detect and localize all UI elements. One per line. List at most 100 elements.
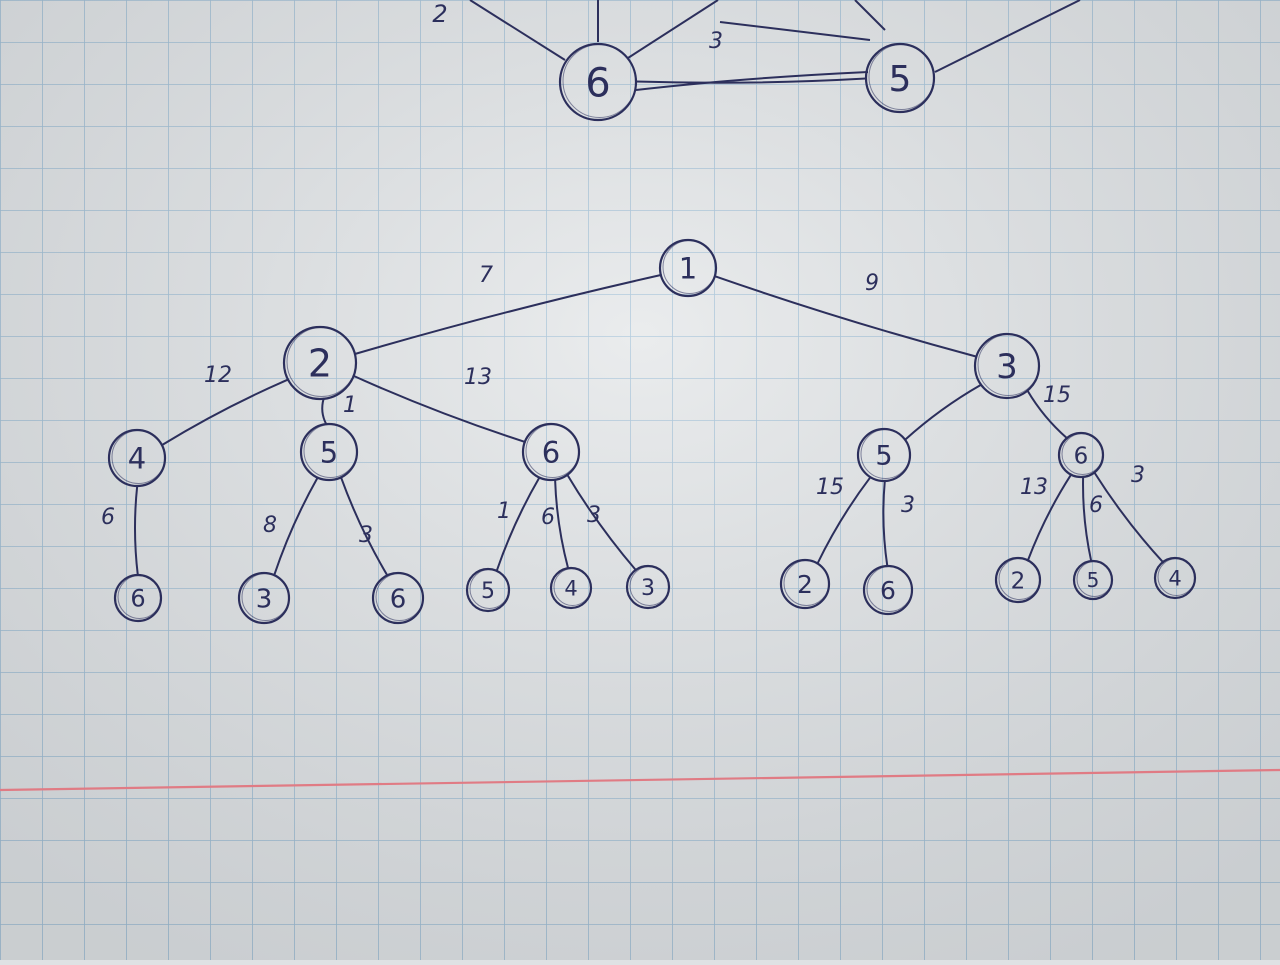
node-label: 6 xyxy=(542,435,560,469)
node-circle-overstroke xyxy=(1076,561,1113,597)
node-label: 6 xyxy=(130,585,145,613)
node-n6b: 6 xyxy=(1057,431,1105,479)
node-n3: 3 xyxy=(973,332,1041,400)
edge-weight: 8 xyxy=(263,513,277,538)
node-top-5: 5 xyxy=(864,42,936,114)
node-n2: 2 xyxy=(282,325,358,401)
node-label: 4 xyxy=(1168,567,1181,591)
node-label: 5 xyxy=(481,579,495,604)
edge-weight: 9 xyxy=(865,271,879,296)
edge-weight: 15 xyxy=(1043,383,1071,408)
node-label: 3 xyxy=(641,576,655,601)
node-circle-overstroke xyxy=(866,566,913,612)
node-circle-overstroke xyxy=(469,569,510,609)
node-circle-overstroke xyxy=(662,240,717,294)
edge-weight: 13 xyxy=(464,365,492,390)
node-top-6: 6 xyxy=(558,42,638,122)
edge-weight: 6 xyxy=(101,505,115,530)
node-label: 6 xyxy=(1074,443,1089,469)
node-l-4-under-6b: 4 xyxy=(1153,556,1197,600)
edge-root-n3 xyxy=(713,275,978,358)
node-l-3-under-6: 3 xyxy=(625,564,671,610)
edge-root-n2 xyxy=(353,274,662,355)
edge-weight: 12 xyxy=(204,363,232,388)
node-circle-overstroke xyxy=(562,44,637,118)
edge-n2-n4 xyxy=(160,378,289,447)
fragment-edge xyxy=(719,21,871,41)
node-circle-overstroke xyxy=(860,429,911,479)
edge-n4-l-6-under-4 xyxy=(134,485,139,576)
edge-n2-n5a xyxy=(321,397,328,426)
fragment-edge xyxy=(635,71,869,91)
edge-weight: 3 xyxy=(901,493,915,518)
node-n5b: 5 xyxy=(856,427,912,483)
node-label: 4 xyxy=(564,577,577,601)
edge-weight: 3 xyxy=(359,523,373,548)
edge-n6b-l-5-under-6b xyxy=(1082,475,1093,563)
edge-weight: 6 xyxy=(1089,493,1103,518)
edge-top-6-top-5 xyxy=(635,77,867,84)
edge-n3-n6b xyxy=(1026,389,1068,440)
node-label: 5 xyxy=(1087,568,1100,592)
edge-weight: 6 xyxy=(541,505,555,530)
node-circle-overstroke xyxy=(286,327,357,397)
edge-n5b-l-6-under-5b xyxy=(882,480,889,567)
node-circle-overstroke xyxy=(868,44,935,110)
node-label: 6 xyxy=(880,576,896,605)
node-l-6-under-5: 6 xyxy=(371,571,425,625)
edge-weight: 1 xyxy=(343,393,357,418)
node-label: 6 xyxy=(390,584,407,614)
node-label: 4 xyxy=(128,441,146,475)
fragment-edge xyxy=(469,0,566,61)
node-circle-overstroke xyxy=(303,424,358,478)
tree-edges xyxy=(134,77,1164,577)
edge-n3-n5b xyxy=(904,383,983,441)
node-label: 5 xyxy=(889,59,912,100)
node-n6a: 6 xyxy=(521,422,581,482)
cropped-top-graph xyxy=(469,0,1081,91)
node-circle-overstroke xyxy=(525,424,580,478)
edge-weight: 15 xyxy=(816,475,844,500)
node-circle-overstroke xyxy=(1061,433,1104,475)
node-circle-overstroke xyxy=(998,558,1041,600)
fragment-edge xyxy=(934,0,1081,73)
node-n5a: 5 xyxy=(299,422,359,482)
node-label: 3 xyxy=(996,347,1018,387)
node-l-6-under-4: 6 xyxy=(113,573,163,623)
node-circle-overstroke xyxy=(629,566,670,606)
edge-weight: 1 xyxy=(497,499,511,524)
node-label: 2 xyxy=(797,570,813,599)
node-label: 2 xyxy=(308,342,332,386)
node-circle-overstroke xyxy=(241,573,290,621)
node-l-2-under-6: 2 xyxy=(994,556,1042,604)
node-label: 1 xyxy=(679,251,697,285)
edge-n6a-l-4-under-6 xyxy=(554,478,570,570)
node-root: 1 xyxy=(658,238,718,298)
node-circle-overstroke xyxy=(375,573,424,621)
node-l-2-under-5: 2 xyxy=(779,558,831,610)
node-label: 6 xyxy=(585,60,610,106)
edge-n6a-l-3-under-6 xyxy=(566,473,637,571)
node-circle-overstroke xyxy=(977,334,1040,396)
edge-n6a-l-5-under-6 xyxy=(495,476,541,572)
edge-n2-n6a xyxy=(352,374,526,443)
node-l-6-under-5b: 6 xyxy=(862,564,914,616)
node-circle-overstroke xyxy=(117,575,162,619)
fragment-edge xyxy=(854,0,886,31)
edge-n5a-l-6-under-5 xyxy=(340,476,389,577)
edge-weight: 3 xyxy=(1131,463,1145,488)
node-circle-overstroke xyxy=(1157,558,1196,596)
node-circle-overstroke xyxy=(111,430,166,484)
node-label: 3 xyxy=(256,584,273,614)
edge-weight: 7 xyxy=(479,263,493,288)
edge-n5a-l-3-under-5 xyxy=(273,476,319,577)
edge-n6b-l-2-under-6 xyxy=(1026,473,1073,562)
node-circle-overstroke xyxy=(783,560,830,606)
node-label: 5 xyxy=(875,441,892,472)
node-l-3-under-5: 3 xyxy=(237,571,291,625)
